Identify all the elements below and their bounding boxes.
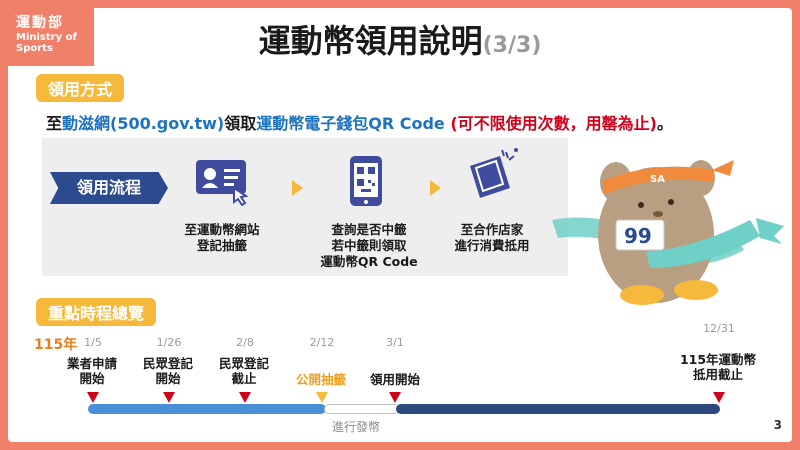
logo-line1: 運動部 xyxy=(16,15,64,31)
section-label-method: 領用方式 xyxy=(36,74,125,102)
page-number: 3 xyxy=(773,418,782,432)
logo-line2: Ministry of Sports xyxy=(16,32,77,54)
timeline-event-1: 業者申請 開始 xyxy=(52,356,132,386)
flow-panel xyxy=(42,138,568,276)
timeline-event-1-line1: 業者申請 xyxy=(66,356,117,371)
page-title: 運動幣領用說明(3/3) xyxy=(8,16,792,62)
timeline-date-6: 12/31 xyxy=(703,322,735,335)
flow-step-1-line1: 至運動幣網站 xyxy=(184,222,260,237)
timeline-event-6-line1: 115年運動幣 xyxy=(679,352,757,367)
phone-qr-icon xyxy=(350,156,382,206)
timeline-marker-6-icon xyxy=(713,392,725,403)
mascot-bib-number: 99 xyxy=(624,224,652,248)
info-note: (可不限使用次數，用罄為止) xyxy=(444,114,657,133)
timeline-event-4: 公開抽籤 xyxy=(281,372,361,387)
timeline-event-4-line1: 公開抽籤 xyxy=(295,372,346,387)
timeline-event-6-line2: 抵用截止 xyxy=(692,367,743,382)
flow-arrow-1-icon xyxy=(292,180,303,196)
mascot-illustration: SA 99 xyxy=(552,160,784,305)
id-card-touch-icon xyxy=(196,160,249,206)
timeline-event-5: 領用開始 xyxy=(355,372,435,387)
timeline-marker-3-icon xyxy=(239,392,251,403)
timeline-year: 115年 xyxy=(34,337,78,353)
ministry-logo: 運動部 Ministry of Sports xyxy=(8,8,94,66)
timeline-date-4: 2/12 xyxy=(309,336,335,349)
info-part2: 領取 xyxy=(224,114,257,133)
title-main: 運動幣領用說明 xyxy=(258,22,483,60)
ticket-icon xyxy=(470,148,518,198)
flow-step-2-line3: 運動幣QR Code xyxy=(320,254,418,269)
flow-arrow-2-icon xyxy=(430,180,441,196)
timeline-event-6: 115年運動幣 抵用截止 xyxy=(670,352,766,382)
flow-label: 領用流程 xyxy=(50,172,168,204)
timeline-event-1-line2: 開始 xyxy=(79,371,105,386)
timeline-date-5: 3/1 xyxy=(386,336,404,349)
timeline-event-3-line1: 民眾登記 xyxy=(218,356,269,371)
timeline-marker-1-icon xyxy=(87,392,99,403)
timeline-event-2-line2: 開始 xyxy=(155,371,181,386)
flow-step-3: 至合作店家 進行消費抵用 xyxy=(442,222,542,254)
timeline-bar-draw xyxy=(324,404,400,414)
info-wallet: 運動幣電子錢包QR Code xyxy=(256,114,445,133)
mascot-headband-text: SA xyxy=(650,174,665,185)
info-part1: 至 xyxy=(46,114,63,133)
flow-step-2-line1: 查詢是否中籤 xyxy=(331,222,407,237)
timeline-date-3: 2/8 xyxy=(236,336,254,349)
timeline-date-2: 1/26 xyxy=(156,336,182,349)
flow-step-2: 查詢是否中籤 若中籤則領取 運動幣QR Code xyxy=(314,222,424,270)
title-page: (3/3) xyxy=(482,33,542,58)
timeline-event-3: 民眾登記 截止 xyxy=(204,356,284,386)
flow-step-3-line2: 進行消費抵用 xyxy=(454,238,530,253)
timeline-bar-redemption xyxy=(396,404,720,414)
flow-step-1: 至運動幣網站 登記抽籤 xyxy=(172,222,272,254)
timeline-event-5-line1: 領用開始 xyxy=(369,372,420,387)
info-site: 動滋網(500.gov.tw) xyxy=(62,114,225,133)
section-label-timeline: 重點時程總覽 xyxy=(36,298,157,326)
timeline-marker-5-icon xyxy=(389,392,401,403)
timeline-event-2-line1: 民眾登記 xyxy=(142,356,193,371)
timeline-issue-label: 進行發幣 xyxy=(332,420,381,434)
timeline-marker-4-icon xyxy=(316,392,328,403)
timeline-marker-2-icon xyxy=(163,392,175,403)
timeline-event-3-line2: 截止 xyxy=(231,371,257,386)
flow-step-1-line2: 登記抽籤 xyxy=(196,238,247,253)
info-line: 至動滋網(500.gov.tw)領取運動幣電子錢包QR Code (可不限使用次… xyxy=(46,110,673,134)
timeline-event-2: 民眾登記 開始 xyxy=(128,356,208,386)
timeline-date-1: 1/5 xyxy=(84,336,102,349)
slide: 運動部 Ministry of Sports 運動幣領用說明(3/3) 領用方式… xyxy=(8,8,792,442)
flow-step-2-line2: 若中籤則領取 xyxy=(331,238,407,253)
timeline-bar-registration xyxy=(88,404,326,414)
flow-step-3-line1: 至合作店家 xyxy=(460,222,524,237)
info-end: 。 xyxy=(656,114,673,133)
